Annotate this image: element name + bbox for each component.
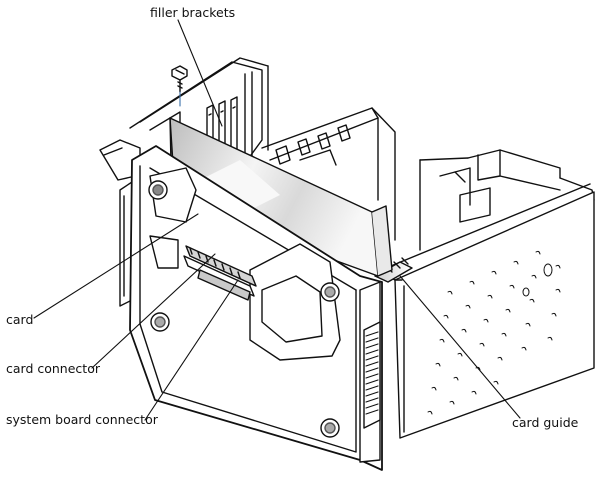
right-chassis [419, 149, 595, 251]
connector-grill [365, 331, 379, 415]
screw [171, 65, 188, 107]
mounting-holes [148, 180, 340, 438]
label-card-guide: card guide [512, 415, 579, 430]
side-panel-perforations [427, 250, 561, 415]
internal-rails [261, 107, 396, 241]
right-side-panel [379, 183, 595, 439]
left-chassis-bracket [99, 139, 141, 307]
leader-lines [33, 19, 521, 421]
label-system-board-connector: system board connector [6, 412, 158, 427]
front-plate [129, 145, 383, 471]
label-filler-brackets: filler brackets [150, 5, 236, 20]
label-card-connector: card connector [6, 361, 100, 376]
rear-panel [129, 57, 269, 171]
label-card: card [6, 312, 34, 327]
